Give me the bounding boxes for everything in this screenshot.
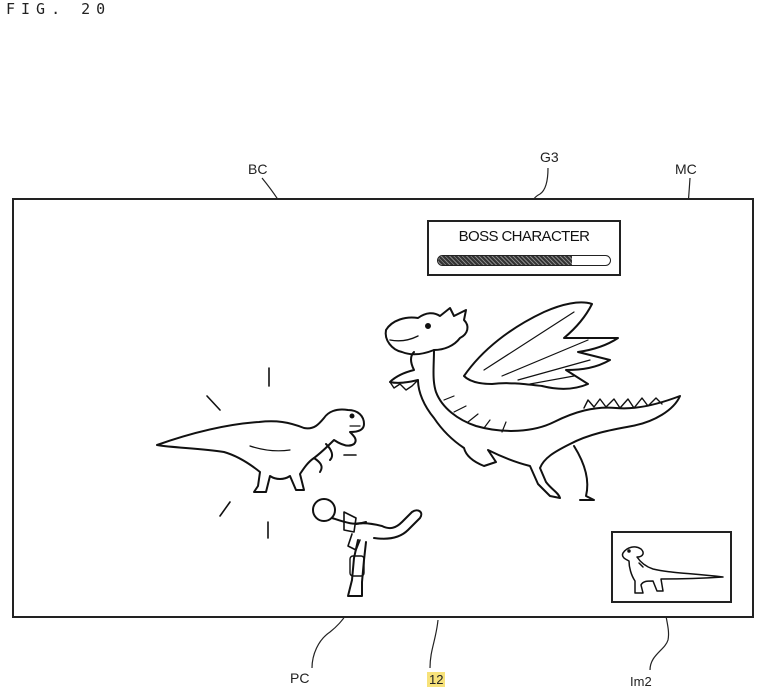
- ref-label-pc: PC: [290, 670, 310, 686]
- boss-name-label: BOSS CHARACTER: [458, 228, 590, 245]
- ref-label-bc: BC: [248, 161, 268, 177]
- impact-lines: [206, 367, 357, 539]
- monster-character-dragon-icon: [384, 301, 681, 501]
- ref-label-im2: Im2: [630, 674, 652, 689]
- figure-label: FIG. 20: [6, 0, 112, 18]
- ref-label-screen: 12: [427, 672, 446, 687]
- boss-character-dinosaur-icon: [156, 408, 365, 493]
- game-scene: [156, 301, 681, 597]
- boss-hp-fill: [438, 256, 573, 265]
- game-screen: BOSS CHARACTER: [12, 198, 754, 618]
- player-character-running-player-icon: [312, 498, 423, 597]
- leader-line-screen: [429, 619, 439, 669]
- boss-hp-gauge: [437, 255, 611, 266]
- ref-label-g3: G3: [540, 149, 559, 165]
- ref-label-mc: MC: [675, 161, 697, 177]
- minimap-panel: [611, 531, 732, 603]
- boss-status-panel: BOSS CHARACTER: [427, 220, 621, 276]
- minimap-dinosaur-minimap-icon: [621, 546, 724, 594]
